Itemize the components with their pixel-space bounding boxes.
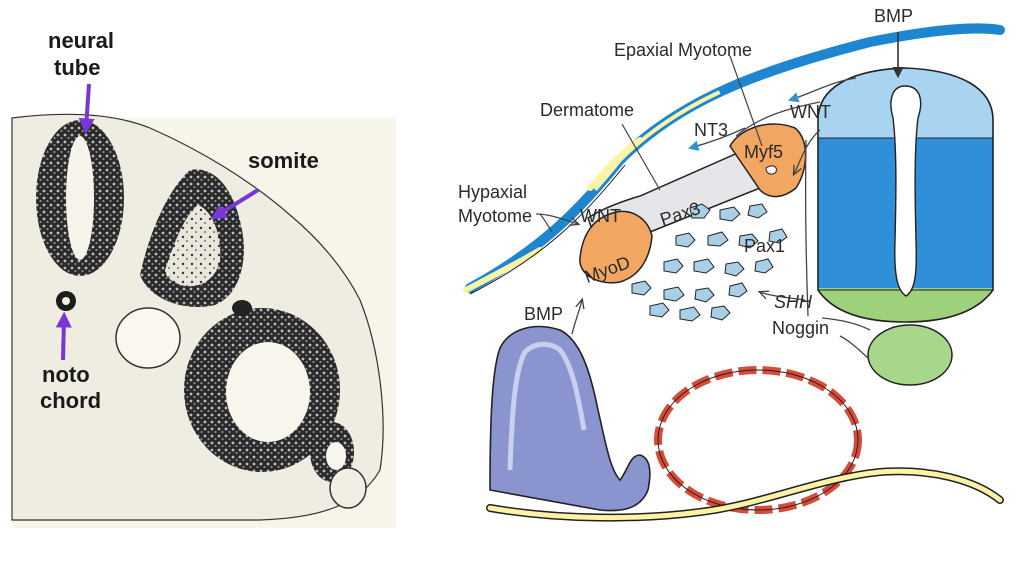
surface-ectoderm-segment bbox=[463, 247, 543, 293]
sclerotome-cell bbox=[679, 306, 701, 322]
sclerotome-cell bbox=[719, 206, 741, 222]
mesoderm-highlight bbox=[507, 341, 587, 471]
sclerotome-cell bbox=[663, 258, 684, 274]
label-noggin: Noggin bbox=[772, 318, 829, 338]
shh-line bbox=[804, 139, 809, 317]
neural-tube bbox=[817, 67, 994, 323]
label-hypaxial-myotome-line2: Myotome bbox=[458, 206, 532, 226]
sclerotome-cell bbox=[631, 280, 652, 296]
label-hypaxial-myotome-line1: Hypaxial bbox=[458, 182, 527, 202]
dorsal-aorta-edge bbox=[657, 369, 859, 511]
micrograph: neural tube somite noto chord bbox=[11, 28, 396, 528]
dorsal-aorta bbox=[654, 366, 862, 514]
tissue-blob bbox=[329, 467, 367, 509]
label-epaxial-myotome: Epaxial Myotome bbox=[614, 40, 752, 60]
sclerotome-cell bbox=[728, 282, 748, 298]
myf5-notch bbox=[765, 165, 777, 175]
arrow-shh-myf5 bbox=[794, 129, 821, 174]
hypaxial-myotome-myod bbox=[579, 210, 653, 284]
vessel-outline bbox=[115, 307, 181, 369]
gut-lumen bbox=[226, 342, 310, 442]
arrow-neural-tube bbox=[78, 83, 95, 135]
neural-tube-outline bbox=[817, 67, 994, 323]
label-somite: somite bbox=[248, 148, 319, 173]
label-neural-tube-line2: tube bbox=[54, 55, 100, 80]
label-bmp-bottom: BMP bbox=[524, 304, 563, 324]
sclerotome-cells bbox=[631, 203, 788, 322]
leader-epaxial bbox=[729, 55, 763, 147]
label-nt3: NT3 bbox=[694, 120, 728, 140]
label-notochord-line1: noto bbox=[42, 362, 90, 387]
surface-ectoderm-edge bbox=[469, 164, 626, 295]
arrow-nt3 bbox=[687, 127, 746, 151]
sclerotome-cell bbox=[747, 203, 768, 219]
label-notochord-line2: chord bbox=[40, 388, 101, 413]
sclerotome-cell bbox=[675, 232, 696, 248]
sclerotome-cell bbox=[710, 305, 731, 321]
label-bmp-top: BMP bbox=[874, 6, 913, 26]
lateral-plate-mesoderm bbox=[489, 325, 651, 512]
label-myf5: Myf5 bbox=[744, 142, 783, 162]
sclerotome-cell bbox=[694, 287, 715, 303]
sclerotome-cell bbox=[707, 231, 729, 247]
neural-tube-lumen bbox=[66, 136, 94, 260]
tissue-blob-lumen bbox=[326, 442, 346, 470]
somite-core bbox=[165, 205, 221, 287]
notochord bbox=[867, 324, 953, 386]
sclerotome-cell bbox=[649, 302, 670, 318]
sclerotome-cell bbox=[689, 203, 711, 219]
label-shh: SHH bbox=[774, 292, 813, 312]
endoderm bbox=[487, 468, 1003, 521]
label-neural-tube-line1: neural bbox=[48, 28, 114, 53]
arrow-wnt-right bbox=[788, 77, 857, 103]
leader-dermatome bbox=[621, 123, 661, 191]
arrow-notochord bbox=[55, 311, 72, 361]
arrow-shh-pax1 bbox=[760, 292, 806, 301]
label-wnt-right: WNT bbox=[790, 102, 831, 122]
arrow-somite bbox=[210, 188, 260, 220]
label-pax1: Pax1 bbox=[744, 236, 785, 256]
arrow-wnt-left bbox=[535, 213, 578, 224]
sclerotome-cell bbox=[768, 228, 788, 244]
schematic: BMP Epaxial Myotome Dermatome NT3 WNT My… bbox=[458, 6, 1005, 522]
label-dermatome: Dermatome bbox=[540, 100, 634, 120]
sclerotome-cell bbox=[754, 258, 774, 274]
arrow-wnt-right-stem bbox=[735, 101, 821, 137]
leader-hypaxial bbox=[539, 213, 553, 233]
label-wnt-left: WNT bbox=[580, 206, 621, 226]
sclerotome-cell bbox=[724, 261, 745, 277]
arrow-floorplate bbox=[821, 317, 871, 331]
sclerotome-cell bbox=[693, 258, 715, 274]
tissue-blob bbox=[232, 300, 252, 316]
arrow-bmp-bottom bbox=[571, 300, 582, 335]
neural-tube-lumen bbox=[890, 85, 922, 297]
dermomyotome bbox=[579, 123, 807, 284]
sclerotome-cell bbox=[663, 286, 685, 302]
surface-ectoderm-yellow bbox=[469, 26, 1001, 290]
notochord-lumen bbox=[62, 297, 70, 305]
arrow-noggin bbox=[839, 335, 869, 359]
surface-ectoderm-segment bbox=[587, 137, 643, 191]
sclerotome-cell bbox=[738, 233, 759, 249]
